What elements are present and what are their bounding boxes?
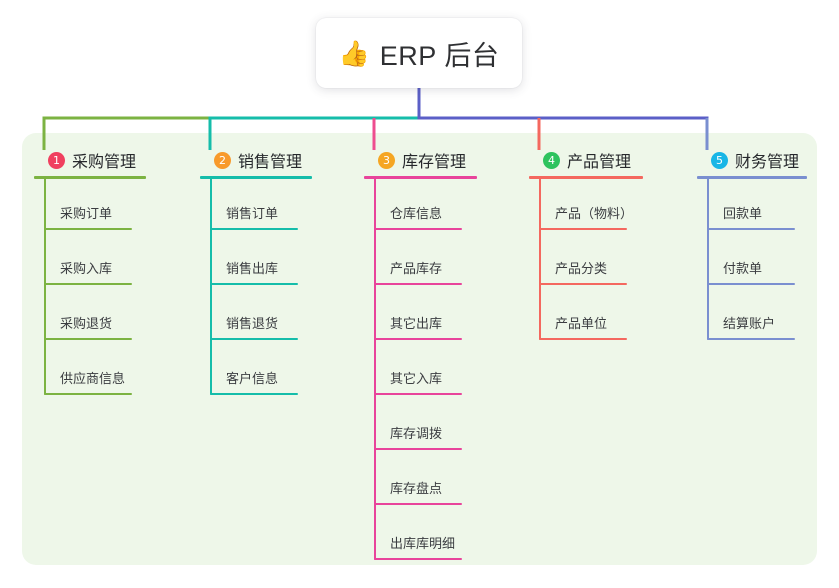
leaf-label: 产品（物料） [555,206,634,221]
column-rule-5 [697,176,807,179]
leaf-label: 供应商信息 [60,371,126,386]
leaf-label: 销售订单 [226,206,279,221]
leaf-rule [210,338,298,340]
leaf-rule [707,283,795,285]
leaf-rule [44,228,132,230]
column-badge-5: 5 [711,151,728,169]
leaf-label: 产品分类 [555,261,608,276]
leaf-label: 产品库存 [390,261,443,276]
leaf-rule [539,338,627,340]
leaf-label: 仓库信息 [390,206,443,221]
leaf-rule [44,338,132,340]
column-header-4[interactable]: 4 产品管理 [529,148,631,172]
leaf-rule [44,283,132,285]
column-spine-5 [707,178,709,340]
leaf-label: 销售出库 [226,261,279,276]
leaf-label: 付款单 [723,261,763,276]
leaf-label: 库存调拨 [390,426,443,441]
leaf-rule [374,393,462,395]
leaf-rule [374,558,462,560]
column-rule-2 [200,176,312,179]
leaf-rule [210,393,298,395]
column-spine-1 [44,178,46,395]
diagram-panel [22,133,817,565]
leaf-rule [210,283,298,285]
thumbs-up-icon: 👍 [338,38,370,68]
leaf-rule [374,448,462,450]
leaf-rule [707,228,795,230]
column-title-4: 产品管理 [567,154,632,171]
page-title: ERP 后台 [379,40,500,71]
leaf-rule [707,338,795,340]
leaf-label: 回款单 [723,206,763,221]
leaf-rule [539,283,627,285]
leaf-rule [44,393,132,395]
column-badge-4: 4 [543,151,560,169]
leaf-label: 客户信息 [226,371,279,386]
leaf-rule [374,338,462,340]
column-badge-3: 3 [378,151,395,169]
leaf-label: 结算账户 [723,316,776,331]
column-spine-3 [374,178,376,560]
column-rule-4 [529,176,643,179]
column-title-5: 财务管理 [735,154,800,171]
column-title-3: 库存管理 [402,154,467,171]
leaf-label: 采购订单 [60,206,113,221]
column-title-1: 采购管理 [72,154,137,171]
column-spine-4 [539,178,541,340]
column-header-5[interactable]: 5 财务管理 [697,148,799,172]
leaf-label: 其它出库 [390,316,443,331]
column-badge-1: 1 [48,151,65,169]
column-title-2: 销售管理 [238,154,303,171]
column-header-1[interactable]: 1 采购管理 [34,148,136,172]
leaf-label: 出库库明细 [390,536,456,551]
leaf-label: 产品单位 [555,316,608,331]
column-spine-2 [210,178,212,395]
leaf-label: 销售退货 [226,316,279,331]
leaf-label: 库存盘点 [390,481,443,496]
leaf-label: 采购入库 [60,261,113,276]
column-header-2[interactable]: 2 销售管理 [200,148,302,172]
leaf-rule [210,228,298,230]
leaf-label: 采购退货 [60,316,113,331]
leaf-rule [374,503,462,505]
column-rule-1 [34,176,146,179]
leaf-rule [374,283,462,285]
column-header-3[interactable]: 3 库存管理 [364,148,466,172]
column-rule-3 [364,176,477,179]
column-badge-2: 2 [214,151,231,169]
leaf-rule [539,228,627,230]
leaf-label: 其它入库 [390,371,443,386]
leaf-rule [374,228,462,230]
root-node[interactable]: 👍 ERP 后台 [316,18,522,88]
